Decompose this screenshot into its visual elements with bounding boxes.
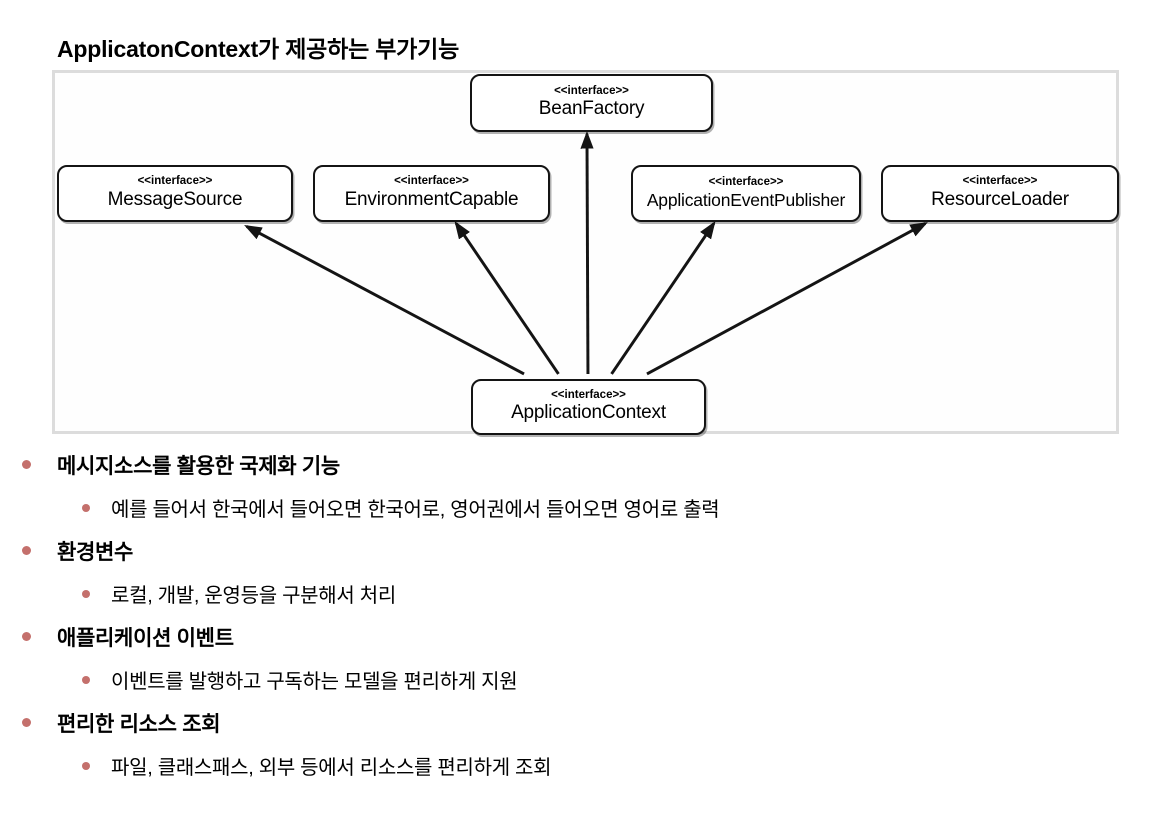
bullet-icon (22, 546, 31, 555)
stereotype-label: <<interface>> (708, 176, 784, 189)
list-subitem: 이벤트를 발행하고 구독하는 모델을 편리하게 지원 (0, 658, 1156, 701)
list-subitem: 예를 들어서 한국에서 들어오면 한국어로, 영어권에서 들어오면 영어로 출력 (0, 486, 1156, 529)
node-name: ResourceLoader (931, 188, 1069, 210)
stereotype-label: <<interface>> (394, 175, 469, 188)
node-name: MessageSource (107, 188, 243, 210)
bullet-sublabel: 예를 들어서 한국에서 들어오면 한국어로, 영어권에서 들어오면 영어로 출력 (111, 499, 720, 521)
stereotype-label: <<interface>> (551, 388, 626, 401)
list-subitem: 로컬, 개발, 운영등을 구분해서 처리 (0, 572, 1156, 615)
node-name: ApplicationEventPublisher (646, 189, 846, 210)
list-item: 환경변수 (0, 529, 1156, 572)
uml-diagram-frame: <<interface>> BeanFactory <<interface>> … (52, 70, 1119, 435)
node-applicationcontext: <<interface>> ApplicationContext (471, 379, 706, 435)
bullet-icon (22, 632, 31, 641)
node-name: BeanFactory (538, 98, 645, 120)
bullet-label: 메시지소스를 활용한 국제화 기능 (57, 454, 340, 478)
uml-diagram-canvas: <<interface>> BeanFactory <<interface>> … (55, 73, 1119, 435)
bullet-icon (82, 589, 90, 598)
arrow-to-applicationeventpublisher (610, 221, 716, 375)
node-messagesource: <<interface>> MessageSource (57, 165, 293, 222)
page-title: ApplicatonContext가 제공하는 부가기능 (57, 36, 460, 62)
bullet-icon (82, 675, 90, 684)
feature-list: 메시지소스를 활용한 국제화 기능 예를 들어서 한국에서 들어오면 한국어로,… (0, 443, 1156, 787)
inheritance-arrows (244, 131, 928, 376)
arrow-to-beanfactory (580, 131, 594, 374)
arrow-to-messagesource (244, 225, 525, 376)
list-item: 애플리케이션 이벤트 (0, 615, 1156, 658)
bullet-label: 애플리케이션 이벤트 (57, 626, 234, 650)
bullet-icon (22, 460, 31, 469)
node-name: ApplicationContext (511, 402, 666, 424)
bullet-label: 편리한 리소스 조회 (57, 712, 221, 736)
node-name: EnvironmentCapable (344, 188, 519, 210)
list-item: 메시지소스를 활용한 국제화 기능 (0, 443, 1156, 486)
list-subitem: 파일, 클래스패스, 외부 등에서 리소스를 편리하게 조회 (0, 744, 1156, 787)
bullet-sublabel: 파일, 클래스패스, 외부 등에서 리소스를 편리하게 조회 (111, 757, 552, 779)
bullet-icon (22, 718, 31, 727)
bullet-icon (82, 761, 90, 770)
bullet-sublabel: 로컬, 개발, 운영등을 구분해서 처리 (111, 585, 396, 607)
node-applicationeventpublisher: <<interface>> ApplicationEventPublisher (631, 165, 861, 222)
node-environmentcapable: <<interface>> EnvironmentCapable (313, 165, 550, 222)
node-beanfactory: <<interface>> BeanFactory (470, 74, 713, 132)
arrow-to-resourceloader (646, 222, 928, 376)
bullet-label: 환경변수 (57, 540, 134, 564)
arrow-to-environmentcapable (454, 221, 560, 375)
stereotype-label: <<interface>> (554, 84, 629, 97)
list-item: 편리한 리소스 조회 (0, 701, 1156, 744)
bullet-icon (82, 503, 90, 512)
node-resourceloader: <<interface>> ResourceLoader (881, 165, 1119, 222)
stereotype-label: <<interface>> (962, 175, 1038, 188)
bullet-sublabel: 이벤트를 발행하고 구독하는 모델을 편리하게 지원 (111, 671, 518, 693)
stereotype-label: <<interface>> (137, 175, 213, 188)
